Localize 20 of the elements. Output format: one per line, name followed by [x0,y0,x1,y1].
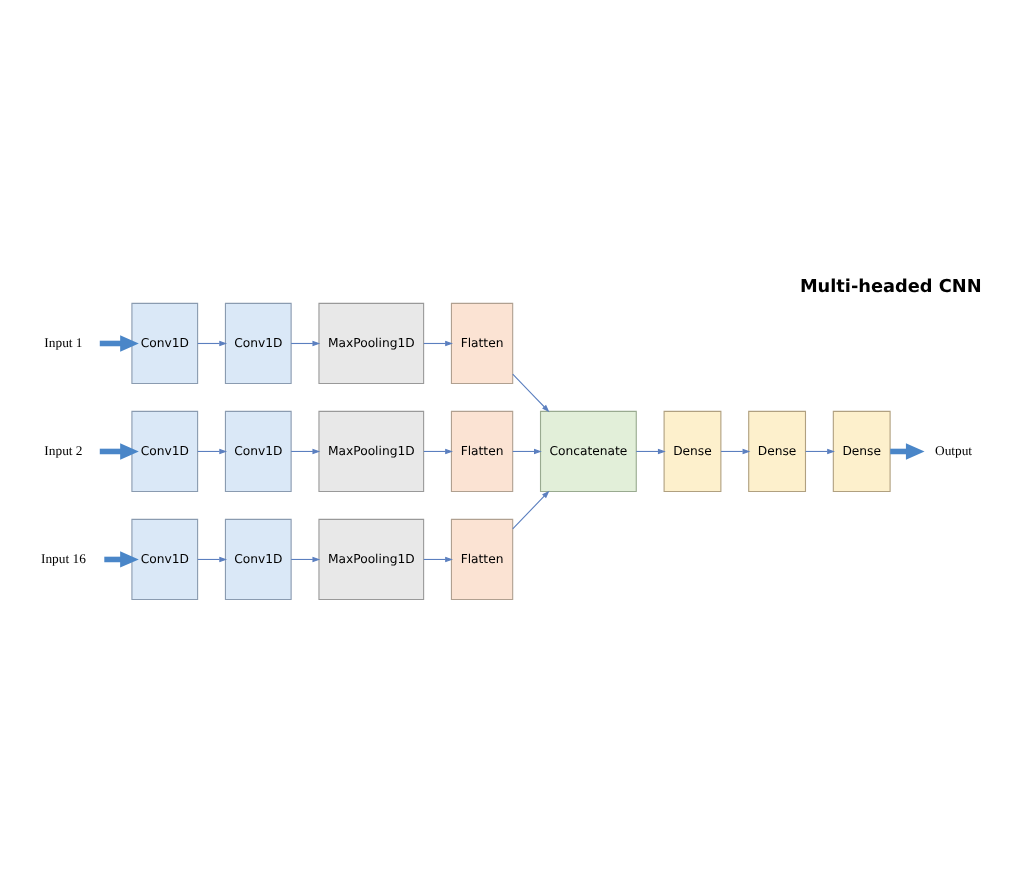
arrow [290,340,321,347]
arrow [423,556,453,563]
arrow [99,443,139,460]
arrow [423,340,453,347]
arrow [290,448,321,455]
arrow [99,335,139,352]
arrow [512,373,550,413]
arrow [635,448,666,455]
arrow [512,490,550,530]
arrow [290,556,321,563]
diagram-title: Multi-headed CNN [799,278,982,299]
arrow [512,448,542,455]
arrow [197,340,228,347]
arrow [890,443,925,460]
arrow [104,551,139,568]
arrow [197,448,228,455]
arrow [423,448,453,455]
arrow [197,556,228,563]
arrow [720,448,751,455]
arrow [805,448,835,455]
